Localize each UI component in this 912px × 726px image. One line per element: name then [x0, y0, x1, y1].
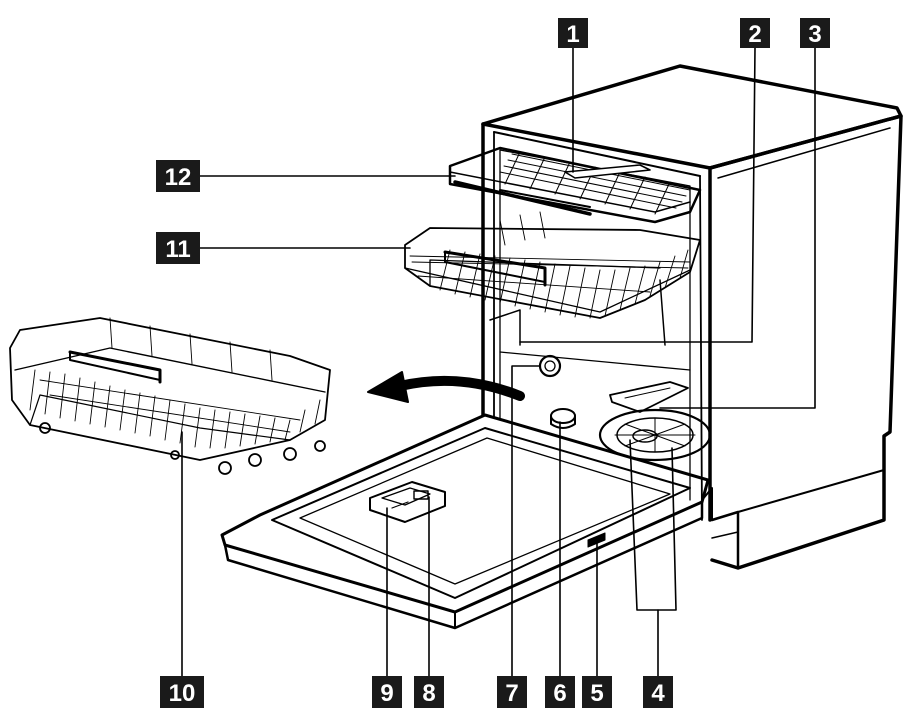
- callout-label-1: 1: [566, 21, 579, 48]
- callout-2: 2: [740, 18, 770, 48]
- callout-5: 5: [582, 676, 612, 708]
- callout-10: 10: [160, 676, 204, 708]
- tub-floor: [538, 354, 712, 462]
- callout-7: 7: [497, 676, 527, 708]
- pull-out-arrow: [367, 371, 525, 403]
- callout-label-5: 5: [590, 680, 603, 707]
- callout-label-12: 12: [165, 164, 192, 191]
- callout-label-4: 4: [651, 680, 665, 707]
- leader-lines: [181, 47, 816, 677]
- cutlery-drawer: [448, 146, 702, 224]
- callout-label-6: 6: [553, 680, 566, 707]
- callout-label-2: 2: [748, 21, 761, 48]
- callout-12: 12: [156, 160, 200, 192]
- callout-label-11: 11: [165, 236, 190, 263]
- dishwasher-door: [220, 413, 713, 630]
- filter-system: [598, 408, 712, 462]
- callout-label-9: 9: [380, 680, 393, 707]
- salt-container-cap: [538, 354, 562, 378]
- lower-spray-arm: [609, 381, 689, 413]
- callout-label-8: 8: [422, 680, 435, 707]
- callout-11: 11: [156, 232, 200, 264]
- upper-basket: [404, 211, 701, 346]
- dishwasher-cabinet: [481, 64, 903, 570]
- callout-label-10: 10: [169, 680, 196, 707]
- rating-plate: [587, 532, 606, 548]
- callout-1: 1: [558, 18, 588, 48]
- lower-basket: [9, 317, 331, 475]
- callout-4: 4: [643, 676, 673, 708]
- callout-8: 8: [414, 676, 444, 708]
- rinse-aid-cap: [550, 408, 576, 424]
- callout-3: 3: [800, 18, 830, 48]
- callout-label-7: 7: [505, 680, 518, 707]
- callout-9: 9: [372, 676, 402, 708]
- callout-6: 6: [545, 676, 575, 708]
- detergent-dispenser: [369, 481, 446, 523]
- upper-spray-arm: [564, 164, 651, 179]
- callout-label-3: 3: [808, 21, 821, 48]
